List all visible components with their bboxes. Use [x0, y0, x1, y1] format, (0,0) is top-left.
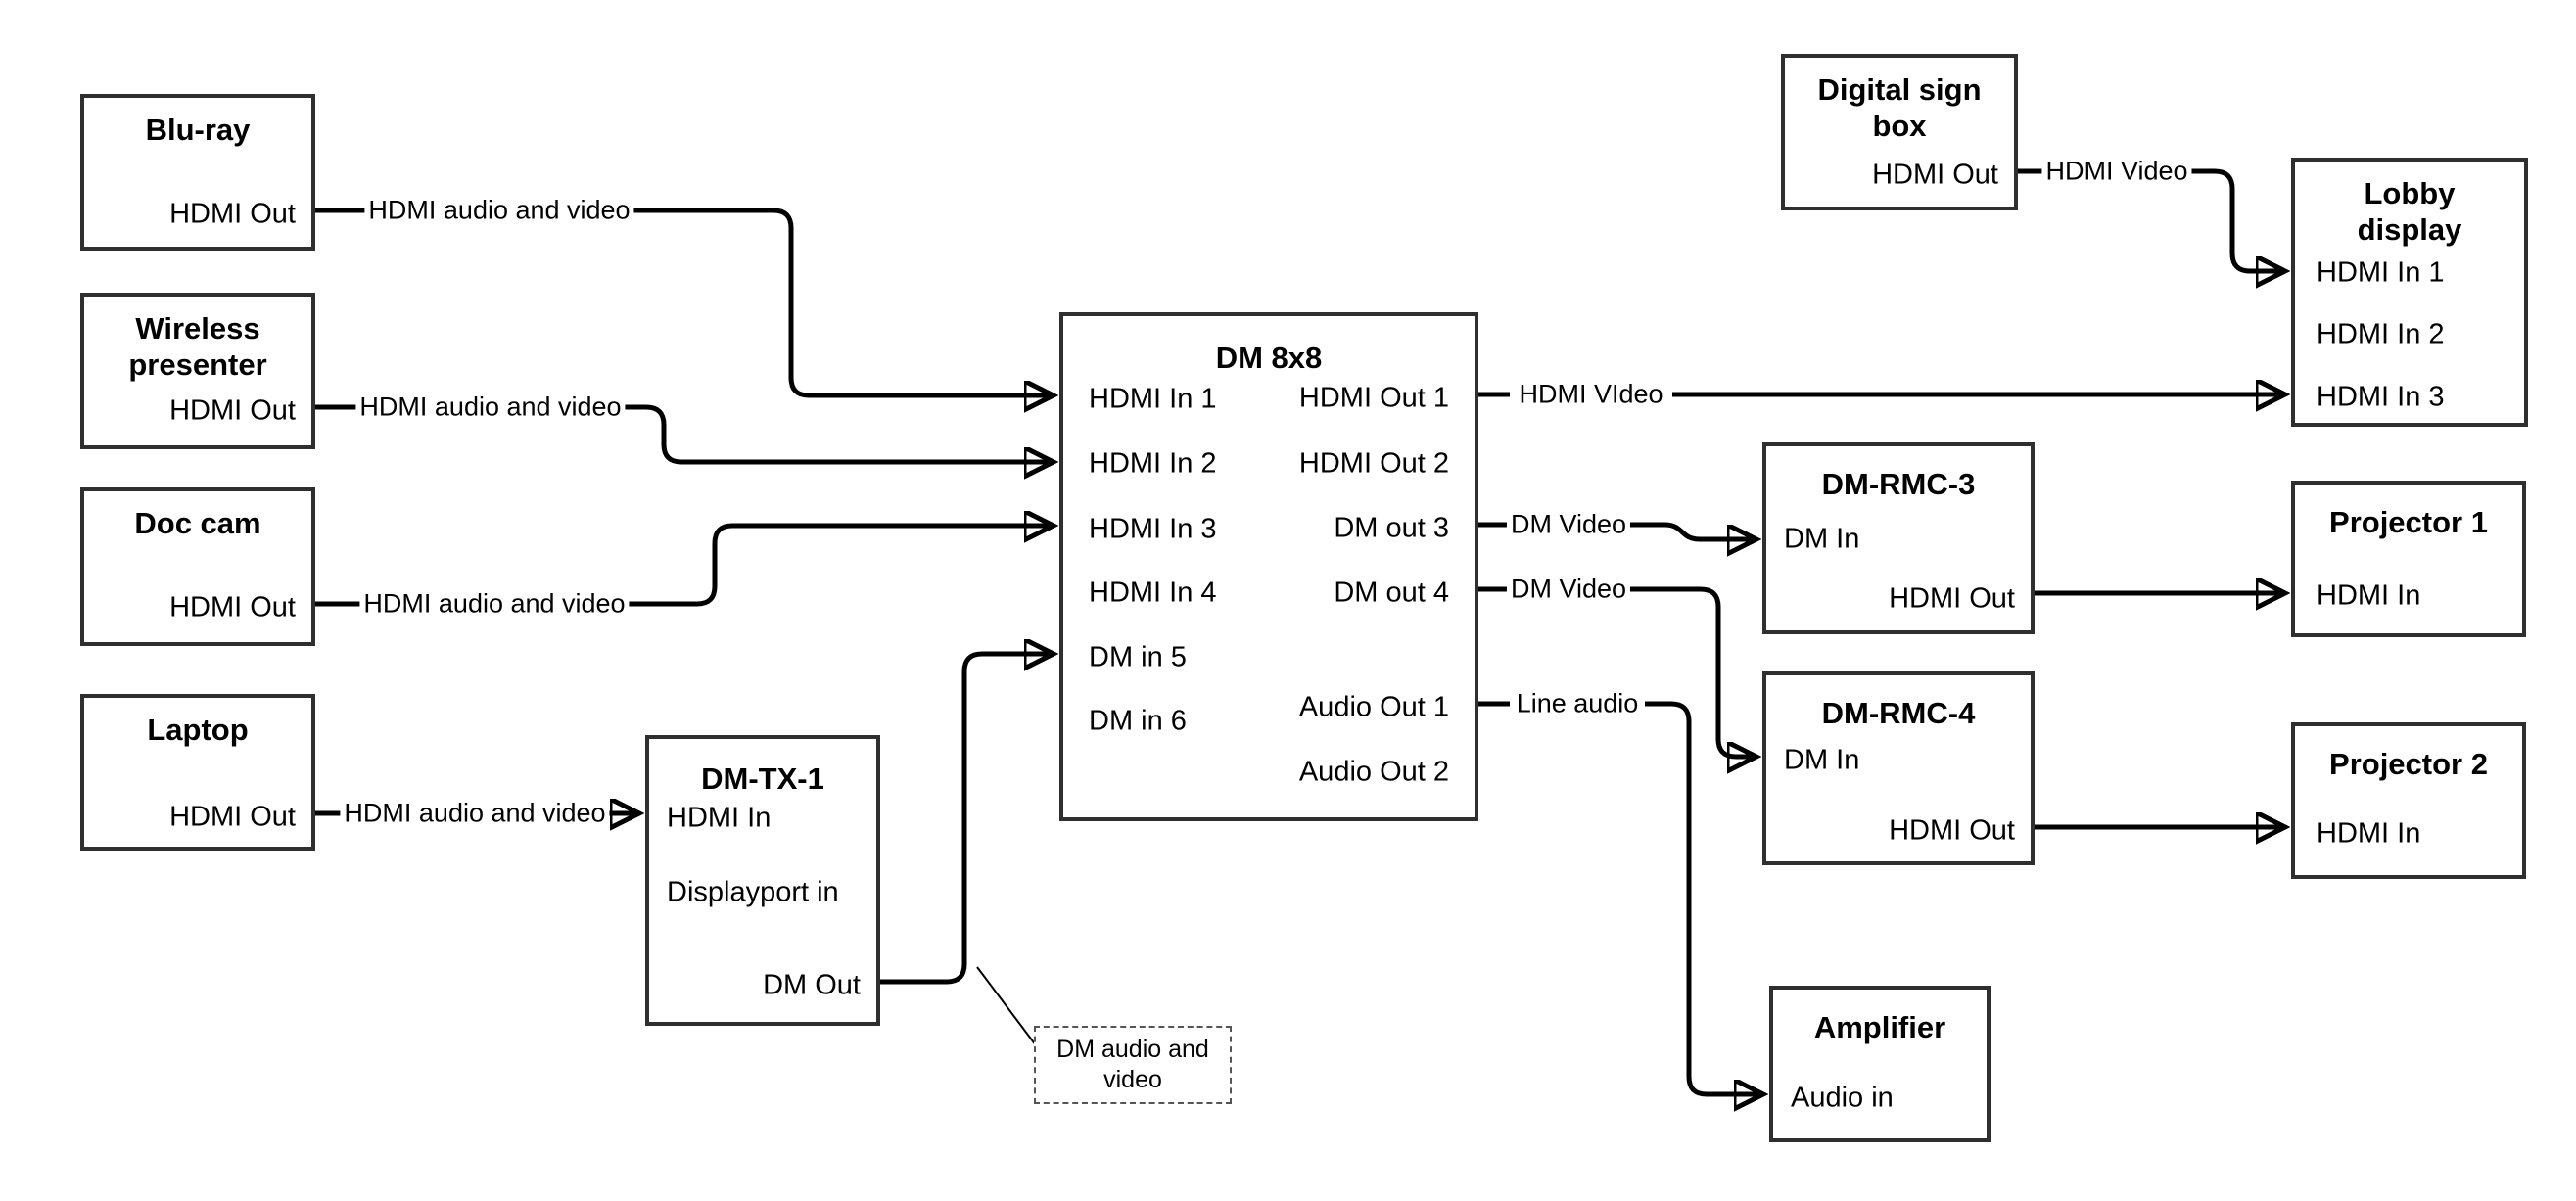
note-leader-line — [976, 966, 1037, 1046]
node-title: Wireless presenter — [128, 311, 267, 382]
node-title: DM 8x8 — [1215, 341, 1323, 375]
node-title: Laptop — [147, 713, 249, 747]
node-title: DM-RMC-4 — [1821, 696, 1976, 730]
port-dm-in: DM In — [1784, 744, 1860, 776]
edge-label-laptop: HDMI audio and video — [340, 798, 610, 829]
edge-label-dm-video-out3: DM Video — [1506, 509, 1631, 540]
port-dm-out-4: DM out 4 — [1334, 577, 1449, 609]
edge-audio-out1-to-amplifier — [1645, 701, 1761, 1094]
edge-label-line-audio: Line audio — [1512, 688, 1643, 719]
node-dm-rmc-3: DM-RMC-3 DM In HDMI Out — [1762, 442, 2035, 634]
edge-dm-out4-to-dmrmc4 — [1627, 586, 1755, 757]
port-hdmi-out: HDMI Out — [1872, 159, 1998, 191]
port-hdmi-out: HDMI Out — [1889, 814, 2015, 847]
node-doc-cam: Doc cam HDMI Out — [80, 487, 315, 646]
edge-dmtx1-to-dm8x8-in5 — [880, 654, 1052, 985]
node-title: Blu-ray — [145, 113, 251, 147]
edge-bluray-to-dm8x8-in1 — [619, 208, 1052, 395]
node-projector-2: Projector 2 HDMI In — [2291, 722, 2526, 879]
port-dm-in-5: DM in 5 — [1089, 641, 1187, 673]
port-hdmi-out: HDMI Out — [1889, 582, 2015, 615]
node-amplifier: Amplifier Audio in — [1769, 986, 1991, 1142]
port-hdmi-in-2: HDMI In 2 — [2317, 318, 2445, 350]
edge-dm-out3-to-dmrmc3 — [1627, 522, 1755, 539]
edge-label-wireless: HDMI audio and video — [355, 392, 626, 423]
edge-label-doccam: HDMI audio and video — [359, 588, 630, 620]
port-dm-out: DM Out — [763, 969, 861, 1001]
node-title: DM-TX-1 — [701, 762, 824, 796]
node-laptop: Laptop HDMI Out — [80, 694, 315, 851]
node-title: Digital sign box — [1817, 72, 1982, 143]
node-dm-rmc-4: DM-RMC-4 DM In HDMI Out — [1762, 671, 2035, 865]
node-dm-8x8: DM 8x8 HDMI In 1 HDMI In 2 HDMI In 3 HDM… — [1059, 312, 1478, 821]
port-audio-in: Audio in — [1791, 1082, 1894, 1114]
edge-label-hdmi-video-sign: HDMI Video — [2041, 156, 2192, 187]
edge-label-bluray: HDMI audio and video — [364, 195, 634, 226]
port-audio-out-2: Audio Out 2 — [1298, 756, 1449, 788]
node-blu-ray: Blu-ray HDMI Out — [80, 94, 315, 251]
node-projector-1: Projector 1 HDMI In — [2291, 481, 2526, 637]
port-hdmi-out: HDMI Out — [169, 394, 296, 427]
port-dm-out-3: DM out 3 — [1334, 512, 1449, 544]
node-title: Doc cam — [134, 506, 261, 540]
port-hdmi-out: HDMI Out — [169, 801, 296, 833]
port-displayport-in: Displayport in — [667, 876, 839, 908]
port-hdmi-in-1: HDMI In 1 — [2317, 256, 2445, 289]
port-hdmi-in-1: HDMI In 1 — [1089, 383, 1217, 415]
node-title: Projector 1 — [2329, 505, 2488, 539]
port-hdmi-in-2: HDMI In 2 — [1089, 447, 1217, 480]
edge-wireless-to-dm8x8-in2 — [609, 404, 1052, 462]
port-hdmi-out-1: HDMI Out 1 — [1298, 382, 1449, 414]
node-title: Lobby display — [2357, 176, 2462, 247]
node-lobby-display: Lobby display HDMI In 1 HDMI In 2 HDMI I… — [2291, 158, 2528, 427]
node-digital-sign-box: Digital sign box HDMI Out — [1781, 54, 2018, 210]
edge-label-dm-video-out4: DM Video — [1506, 574, 1631, 605]
edge-label-hdmi-video-out1: HDMI VIdeo — [1515, 379, 1667, 410]
port-hdmi-out: HDMI Out — [169, 198, 296, 230]
node-title: DM-RMC-3 — [1821, 467, 1976, 501]
port-hdmi-out-2: HDMI Out 2 — [1298, 447, 1449, 480]
edge-signbox-to-lobby-in1 — [2182, 168, 2283, 271]
note-dm-audio-video: DM audio and video — [1034, 1026, 1232, 1104]
port-hdmi-in-3: HDMI In 3 — [1089, 513, 1217, 545]
port-audio-out-1: Audio Out 1 — [1298, 691, 1449, 723]
port-hdmi-in: HDMI In — [667, 802, 772, 834]
port-hdmi-in: HDMI In — [2317, 579, 2421, 612]
edge-doccam-to-dm8x8-in3 — [613, 526, 1052, 607]
port-dm-in-6: DM in 6 — [1089, 705, 1187, 737]
node-title: Amplifier — [1813, 1010, 1946, 1044]
port-hdmi-in-3: HDMI In 3 — [2317, 381, 2445, 413]
node-dm-tx-1: DM-TX-1 HDMI In Displayport in DM Out — [645, 735, 880, 1026]
port-hdmi-in-4: HDMI In 4 — [1089, 577, 1217, 609]
port-hdmi-out: HDMI Out — [169, 591, 296, 624]
port-hdmi-in: HDMI In — [2317, 817, 2421, 850]
node-title: Projector 2 — [2329, 747, 2488, 781]
node-wireless-presenter: Wireless presenter HDMI Out — [80, 293, 315, 449]
port-dm-in: DM In — [1784, 523, 1860, 555]
